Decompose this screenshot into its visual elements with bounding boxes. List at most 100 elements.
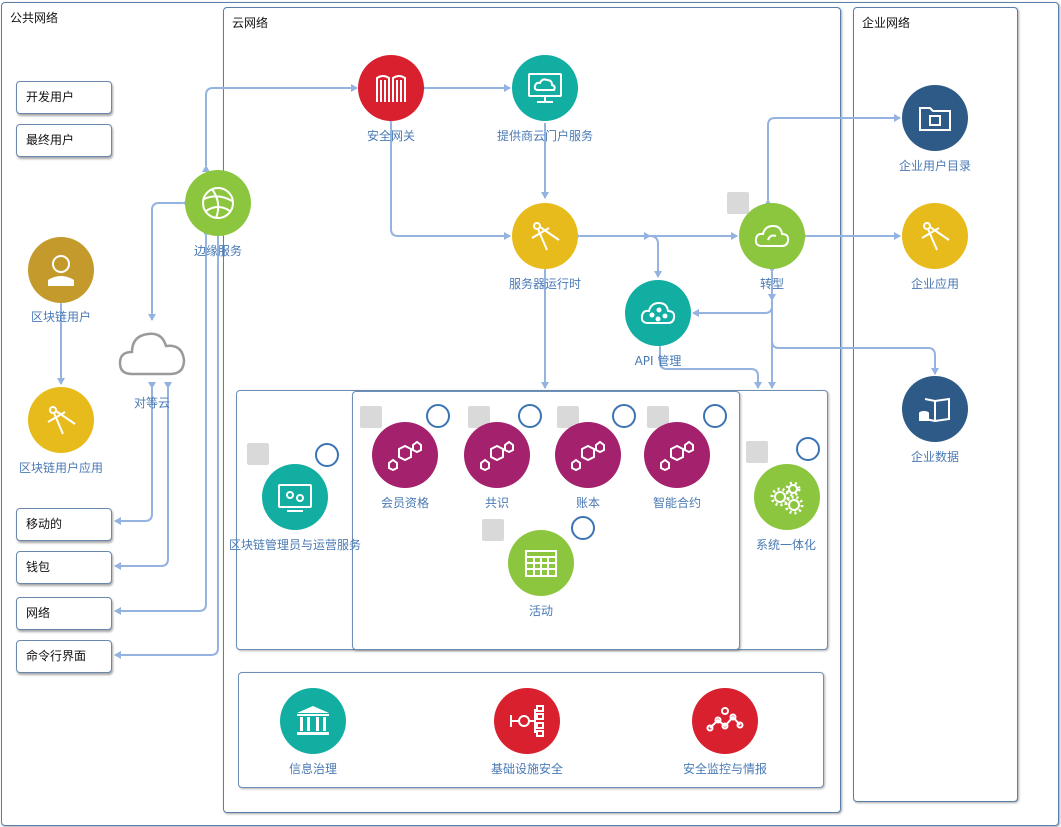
membership-label: 会员资格 [380,496,429,510]
membership-node[interactable] [372,422,438,488]
provider-portal-node[interactable] [512,55,578,121]
api-management-node[interactable] [625,280,691,346]
smart-contract-node[interactable] [644,422,710,488]
security-gateway-node[interactable] [358,55,424,121]
folder-icon [919,107,951,131]
edge-peer-connector [148,199,189,321]
smart-contract-label: 智能合约 [652,496,701,510]
hexagon-cube-icon [388,440,422,472]
system-integration-node[interactable] [754,464,820,530]
network-cloud-icon [640,301,676,324]
peer-cloud-node[interactable] [118,322,186,380]
mobile-box[interactable]: 移动的 [16,508,112,541]
mobile-label: 移动的 [26,517,63,531]
ledger-node[interactable] [555,422,621,488]
cli-label: 命令行界面 [26,649,87,663]
membership-badge-icon [426,404,450,428]
security-gateway-label: 安全网关 [366,129,415,143]
security-monitoring-label: 安全监控与情报 [682,762,767,776]
api-management-label: API 管理 [634,354,682,368]
enterprise-data-node[interactable] [902,376,968,442]
consensus-expand-icon[interactable] [468,406,490,428]
end-user-label: 最终用户 [26,133,75,147]
ledger-expand-icon[interactable] [557,406,579,428]
wallet-label: 钱包 [26,560,51,574]
edge-services-label: 边缘服务 [193,244,242,258]
integration-badge-icon [796,437,820,461]
peer-cloud-label: 对等云 [133,396,170,410]
edge-network-connector [114,230,210,615]
blockchain-admin-label: 区块链管理员与运营服务 [228,538,361,552]
developer-user-box[interactable]: 开发用户 [16,81,112,114]
peer-wallet-connector [114,382,172,570]
end-user-box[interactable]: 最终用户 [16,124,112,157]
line-graph-icon [706,707,744,732]
integration-expand-icon[interactable] [746,441,768,463]
events-expand-icon[interactable] [482,519,504,541]
system-integration-label: 系统一体化 [755,538,816,552]
institution-icon [297,706,329,735]
enterprise-directory-label: 企业用户目录 [898,159,971,173]
transformation-node[interactable] [739,203,805,269]
smart-contract-badge-icon [703,404,727,428]
admin-expand-icon[interactable] [247,443,269,465]
server-runtime-label: 服务器运行时 [508,277,581,291]
hexagon-cube-icon [571,440,605,472]
hexagon-cube-icon [480,440,514,472]
monitor-cloud-icon [528,73,562,103]
transformation-expand-icon[interactable] [727,192,749,214]
gears-icon [770,481,804,515]
smart-contract-expand-icon[interactable] [647,406,669,428]
enterprise-apps-label: 企业应用 [910,277,959,291]
transform-directory-connector [764,114,901,206]
transformation-label: 转型 [759,277,784,291]
wallet-box[interactable]: 钱包 [16,551,112,584]
blockchain-user-app-node[interactable] [28,387,94,453]
ledger-label: 账本 [575,496,600,510]
blockchain-user-node[interactable] [28,237,94,303]
blockchain-admin-node[interactable] [262,464,328,530]
hexagon-cube-icon [660,440,694,472]
provider-portal-label: 提供商云门户服务 [496,129,593,143]
api-blockchain-connector [656,341,762,389]
security-monitoring-node[interactable] [692,688,758,754]
calendar-grid-icon [525,550,557,577]
book-database-icon [919,397,950,423]
consensus-node[interactable] [464,422,530,488]
network-label: 网络 [26,606,51,620]
blockchain-user-app-label: 区块链用户应用 [18,461,103,475]
enterprise-data-label: 企业数据 [910,450,959,464]
server-runtime-node[interactable] [512,203,578,269]
enterprise-network-title: 企业网络 [862,16,911,30]
network-lock-icon [510,705,544,737]
developer-user-label: 开发用户 [26,90,75,104]
events-node[interactable] [508,530,574,596]
cloud-network-title: 云网络 [232,16,269,30]
infra-security-label: 基础设施安全 [490,762,563,776]
person-icon [48,255,74,286]
gate-icon [376,75,406,102]
transform-data-connector [768,294,939,375]
cli-box[interactable]: 命令行界面 [16,640,112,673]
compass-icon [47,406,76,435]
monitor-gears-icon [278,484,312,512]
gateway-runtime-connector [387,117,511,240]
membership-expand-icon[interactable] [360,406,382,428]
blockchain-user-label: 区块链用户 [30,310,91,324]
cloud-outline-icon [118,332,186,376]
infra-security-node[interactable] [494,688,560,754]
events-badge-icon [571,516,595,540]
consensus-badge-icon [518,404,542,428]
edge-services-node[interactable] [185,170,251,236]
cloud-refresh-icon [754,224,790,247]
edge-cli-connector [114,230,222,659]
enterprise-apps-node[interactable] [902,203,968,269]
compass-icon [921,222,950,251]
edge-gateway-connector [202,84,358,172]
public-network-title: 公共网络 [10,11,59,25]
network-box[interactable]: 网络 [16,597,112,630]
admin-badge-icon [315,443,339,467]
info-governance-node[interactable] [280,688,346,754]
enterprise-directory-node[interactable] [902,85,968,151]
